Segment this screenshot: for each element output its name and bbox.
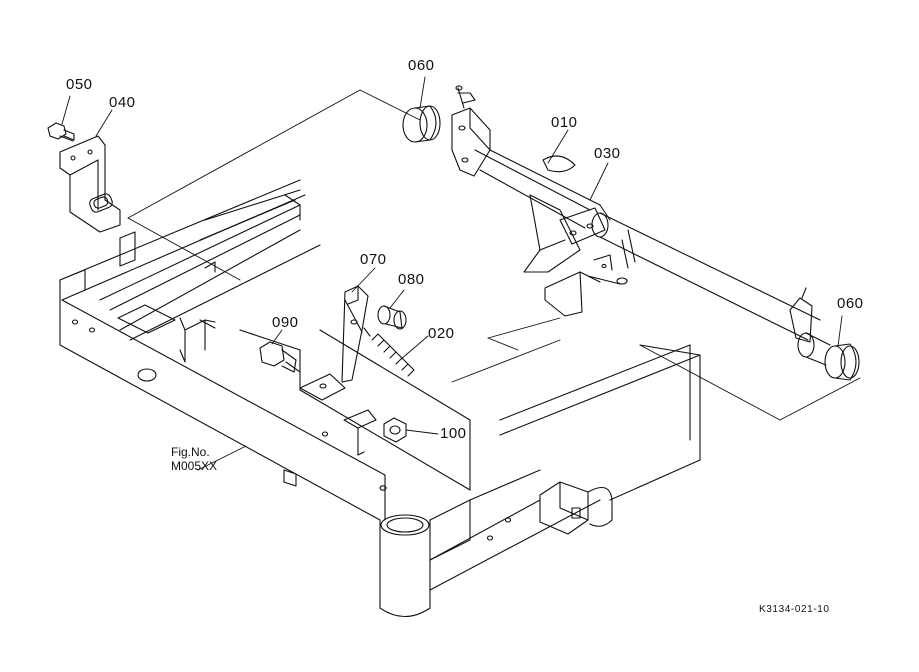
figure-reference-line1: Fig.No.: [171, 445, 210, 459]
shaft-030: [592, 213, 830, 365]
drawing-code: K3134-021-10: [759, 604, 830, 615]
lever-070: [342, 286, 368, 382]
figure-reference: Fig.No. M005XX: [171, 445, 217, 473]
main-frame: [60, 180, 700, 617]
figure-reference-line2: M005XX: [171, 459, 218, 473]
collar-060-left: [403, 106, 440, 142]
collar-080: [378, 306, 406, 329]
bolt-050: [48, 123, 74, 141]
callout-070: 070: [360, 251, 387, 268]
frame-phantom-outline: [60, 90, 860, 420]
collar-060-right: [825, 344, 859, 380]
bolt-090: [260, 342, 300, 372]
callout-010: 010: [551, 114, 578, 131]
callout-080: 080: [398, 271, 425, 288]
callout-020: 020: [428, 325, 455, 342]
callout-050: 050: [66, 76, 93, 93]
nut-100: [384, 418, 406, 442]
spring-020: [364, 328, 414, 376]
callout-060-top: 060: [408, 57, 435, 74]
frame-clamp-box: [540, 482, 612, 534]
bracket-040: [60, 136, 120, 232]
leader-lines: [62, 77, 842, 470]
callout-040: 040: [109, 94, 136, 111]
callout-100: 100: [440, 425, 467, 442]
callout-060-right: 060: [837, 295, 864, 312]
frame-bracket-mid: [300, 374, 376, 455]
bracket-010-assembly: [452, 86, 627, 316]
callout-090: 090: [272, 314, 299, 331]
callout-030: 030: [594, 145, 621, 162]
